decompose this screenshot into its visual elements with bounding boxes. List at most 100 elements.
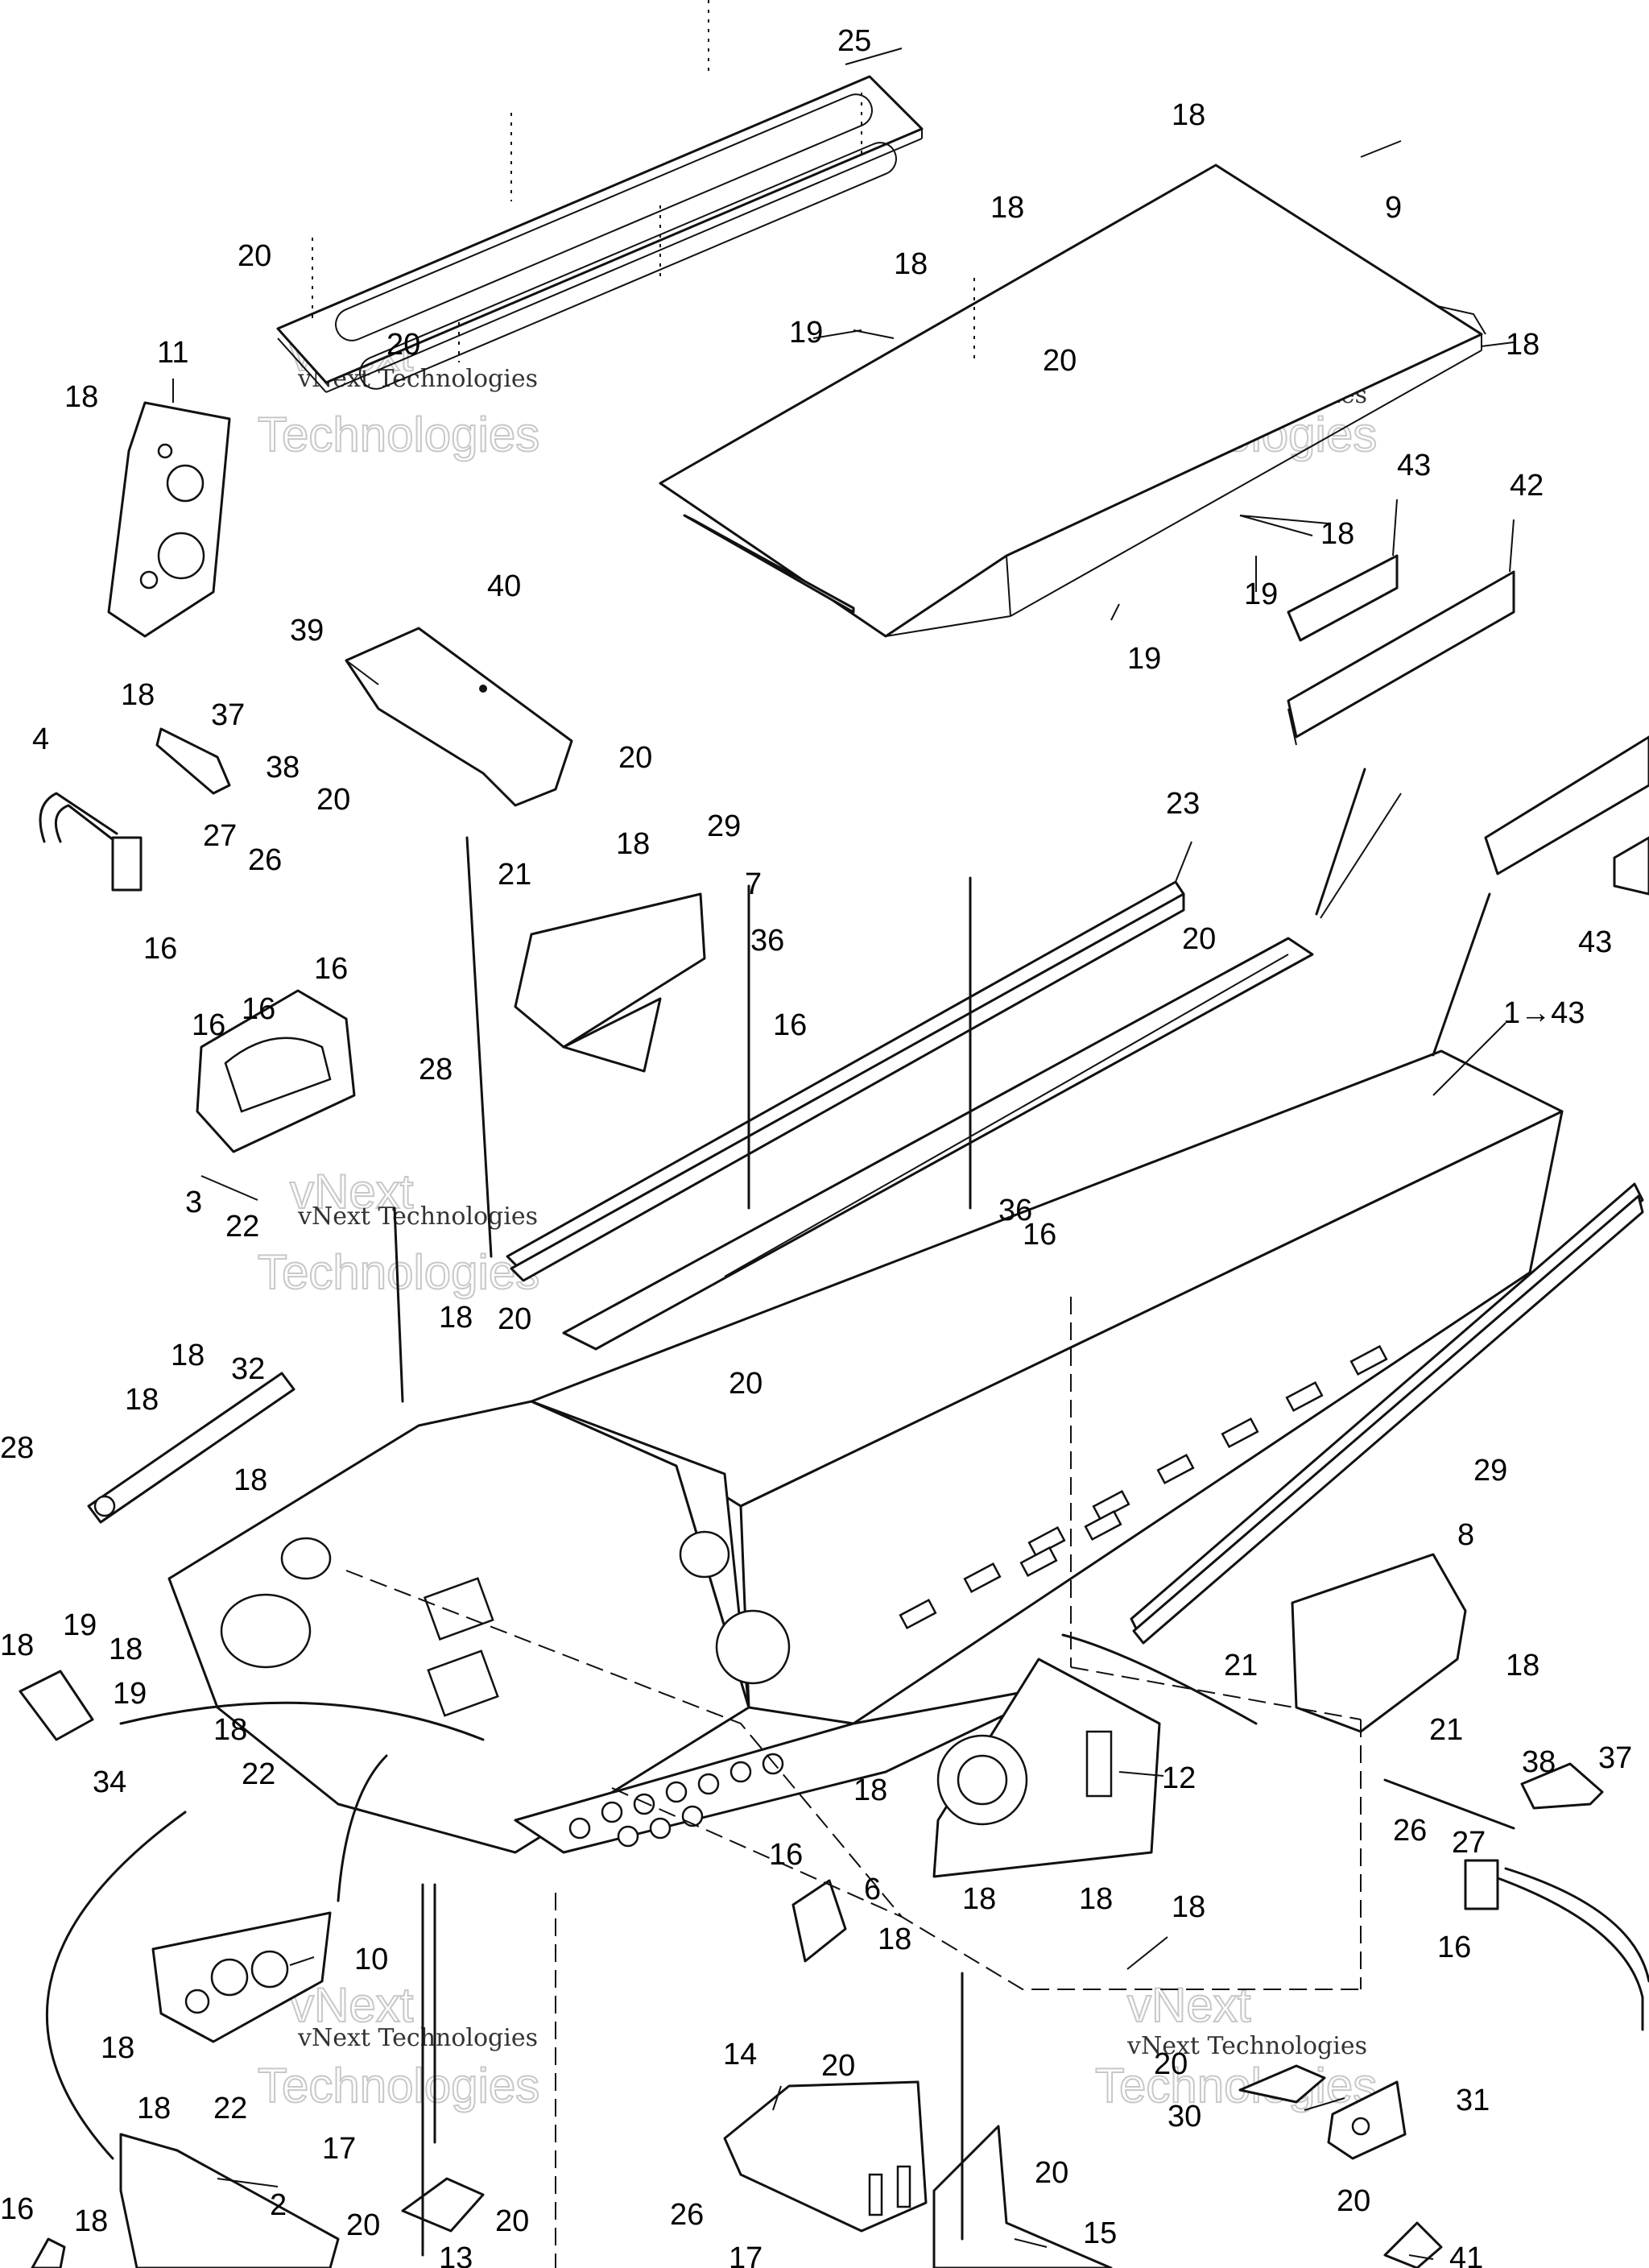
callout-18: 18 bbox=[853, 1773, 887, 1807]
callout-18: 18 bbox=[1172, 1890, 1205, 1924]
callout-22: 22 bbox=[213, 2092, 247, 2125]
callout-20: 20 bbox=[618, 741, 652, 775]
callout-38: 38 bbox=[266, 751, 300, 784]
callout-2: 2 bbox=[270, 2188, 287, 2222]
part-23-rail bbox=[506, 880, 1185, 1282]
callout-18: 18 bbox=[234, 1463, 267, 1497]
callout-36: 36 bbox=[998, 1194, 1032, 1227]
callout-17: 17 bbox=[322, 2132, 356, 2166]
callout-14: 14 bbox=[723, 2038, 757, 2071]
callout-19: 19 bbox=[113, 1677, 147, 1711]
callout-18: 18 bbox=[64, 380, 98, 414]
watermark-big-10: Technologies bbox=[258, 2059, 539, 2113]
callout-20: 20 bbox=[238, 239, 271, 273]
callout-18: 18 bbox=[137, 2092, 171, 2125]
part-10-bracket bbox=[151, 1911, 332, 2043]
callout-37: 37 bbox=[1598, 1741, 1632, 1775]
callout-16: 16 bbox=[1437, 1931, 1471, 1964]
callout-16: 16 bbox=[773, 1008, 807, 1042]
part-15-bracket bbox=[932, 2125, 1113, 2268]
callout-18: 18 bbox=[125, 1383, 159, 1417]
callout-31: 31 bbox=[1456, 2084, 1490, 2117]
callout-18: 18 bbox=[962, 1882, 996, 1916]
callout-19: 19 bbox=[63, 1608, 97, 1642]
callout-9: 9 bbox=[1385, 191, 1402, 225]
part-4-handle bbox=[39, 792, 143, 892]
callout-18: 18 bbox=[1079, 1882, 1113, 1916]
callout-18: 18 bbox=[109, 1633, 143, 1666]
callout-22: 22 bbox=[225, 1210, 259, 1244]
callout-18: 18 bbox=[1320, 517, 1354, 551]
callout-43: 43 bbox=[1397, 449, 1431, 482]
callout-27: 27 bbox=[1452, 1826, 1486, 1860]
callout-29: 29 bbox=[1473, 1454, 1507, 1488]
callout-28: 28 bbox=[0, 1431, 34, 1465]
chassis-slots bbox=[899, 1344, 1388, 1630]
callout-21: 21 bbox=[1429, 1713, 1463, 1747]
callout-11: 11 bbox=[157, 336, 188, 370]
part-37-right-strap bbox=[1520, 1762, 1604, 1810]
callout-18: 18 bbox=[0, 1629, 34, 1662]
callout-16: 16 bbox=[242, 992, 275, 1026]
watermark-big-2: Technologies bbox=[258, 408, 539, 461]
callout-21: 21 bbox=[1224, 1649, 1258, 1682]
callout-41: 41 bbox=[1449, 2241, 1483, 2268]
callout-18: 18 bbox=[616, 827, 650, 861]
part-31-bracket bbox=[1327, 2080, 1407, 2160]
callout-25: 25 bbox=[837, 24, 871, 58]
part-11-bracket bbox=[107, 401, 231, 638]
callout-20: 20 bbox=[1182, 922, 1216, 956]
callout-27: 27 bbox=[203, 819, 237, 853]
callout-43: 43 bbox=[1578, 925, 1612, 959]
callout-20: 20 bbox=[498, 1302, 531, 1336]
callout-19: 19 bbox=[1127, 642, 1161, 676]
callout-20: 20 bbox=[346, 2208, 380, 2242]
callout-30: 30 bbox=[1168, 2100, 1201, 2133]
callout-17: 17 bbox=[729, 2241, 763, 2268]
callout-18: 18 bbox=[439, 1301, 473, 1335]
part-34-bracket bbox=[19, 1670, 94, 1741]
callout-19: 19 bbox=[789, 316, 823, 350]
callout-26: 26 bbox=[248, 843, 282, 877]
part-14-bracket bbox=[723, 2080, 928, 2233]
callout-20: 20 bbox=[1035, 2156, 1068, 2190]
callout-4: 4 bbox=[32, 722, 49, 756]
callout-18: 18 bbox=[878, 1922, 911, 1956]
callout-10: 10 bbox=[354, 1943, 388, 1976]
callout-20: 20 bbox=[1337, 2184, 1370, 2218]
callout-26: 26 bbox=[1393, 1814, 1427, 1848]
callout-36: 36 bbox=[750, 924, 784, 958]
callout-18: 18 bbox=[1506, 1649, 1539, 1682]
callout-37: 37 bbox=[211, 698, 245, 732]
callout-19: 19 bbox=[1244, 577, 1278, 611]
callout-8: 8 bbox=[1457, 1518, 1474, 1552]
part-25-top-panel bbox=[276, 0, 924, 393]
callout-16: 16 bbox=[0, 2192, 34, 2226]
callout-21: 21 bbox=[498, 858, 531, 892]
part-12-plate bbox=[932, 1658, 1161, 1878]
callout-3: 3 bbox=[185, 1186, 202, 1219]
watermark-big-12: Technologies bbox=[1095, 2059, 1377, 2113]
callout-18: 18 bbox=[1506, 328, 1539, 362]
callout-20: 20 bbox=[316, 783, 350, 817]
callout-32: 32 bbox=[231, 1352, 265, 1386]
callout-20: 20 bbox=[386, 328, 420, 362]
part-9-cover-panel bbox=[659, 163, 1486, 638]
callout-7: 7 bbox=[745, 867, 762, 901]
callout-16: 16 bbox=[192, 1008, 225, 1042]
part-39-bracket bbox=[345, 627, 573, 807]
part-7-bracket bbox=[514, 892, 706, 1073]
callout-22: 22 bbox=[242, 1757, 275, 1791]
part-23-right-rail bbox=[1130, 1182, 1644, 1645]
callout-12: 12 bbox=[1162, 1761, 1196, 1795]
part-30-bracket bbox=[1238, 2064, 1326, 2104]
part-37-strap bbox=[155, 727, 231, 795]
callout-40: 40 bbox=[487, 569, 521, 603]
callout-16: 16 bbox=[314, 952, 348, 986]
callout-34: 34 bbox=[93, 1765, 126, 1799]
part-42-angle-bar bbox=[1287, 570, 1515, 746]
callout-42: 42 bbox=[1510, 469, 1544, 503]
watermark-caption-5: vNext Technologies bbox=[297, 2024, 538, 2052]
part-41-bracket bbox=[1383, 2221, 1443, 2268]
